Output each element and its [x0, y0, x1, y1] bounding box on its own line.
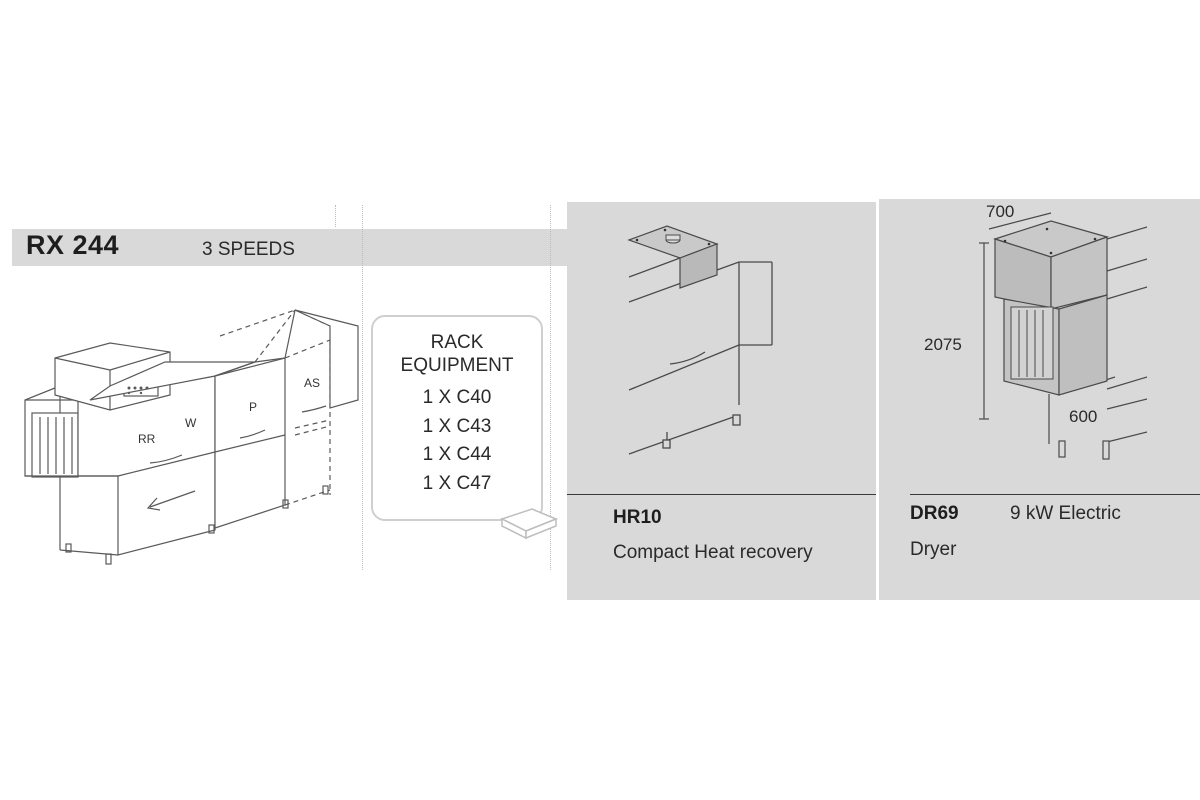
speeds-label: 3 SPEEDS: [202, 239, 295, 260]
rack-item: 1 X C43: [422, 415, 492, 437]
rack-item: 1 X C44: [422, 444, 492, 465]
label-rr: RR: [138, 432, 156, 446]
dimension-width: 700: [986, 202, 1015, 221]
dishwasher-drawing: RR W P AS: [24, 309, 359, 565]
rack-title: RACK EQUIPMENT: [371, 331, 543, 377]
dr69-description: Dryer: [910, 539, 957, 560]
rack-title-line2: EQUIPMENT: [400, 355, 514, 376]
rack-title-line1: RACK: [430, 332, 484, 353]
rack-item: 1 X C40: [422, 387, 492, 408]
hr10-code: HR10: [613, 507, 662, 528]
separator-left: [362, 205, 363, 570]
model-name: RX 244: [26, 230, 120, 260]
dr69-divider: [910, 494, 1200, 495]
rack-item: 1 X C47: [422, 472, 492, 494]
rack-list: 1 X C40 1 X C43 1 X C44 1 X C47: [371, 384, 543, 498]
rack-tray-icon: [500, 508, 558, 540]
rack-equipment-box: [371, 315, 543, 521]
dimension-height: 2075: [924, 335, 962, 354]
label-w: W: [185, 416, 197, 430]
dr69-drawing: [979, 212, 1148, 460]
dr69-code: DR69: [910, 503, 959, 524]
label-as: AS: [304, 376, 320, 390]
hr10-divider: [567, 494, 876, 495]
dr69-power: 9 kW Electric: [1010, 503, 1121, 524]
dimension-depth: 600: [1069, 407, 1098, 426]
hr10-drawing: [627, 225, 773, 455]
label-p: P: [249, 400, 257, 414]
separator-right: [550, 205, 551, 570]
hr10-description: Compact Heat recovery: [613, 542, 813, 563]
separator-top-mark: [335, 205, 336, 227]
title-band: [12, 229, 568, 266]
